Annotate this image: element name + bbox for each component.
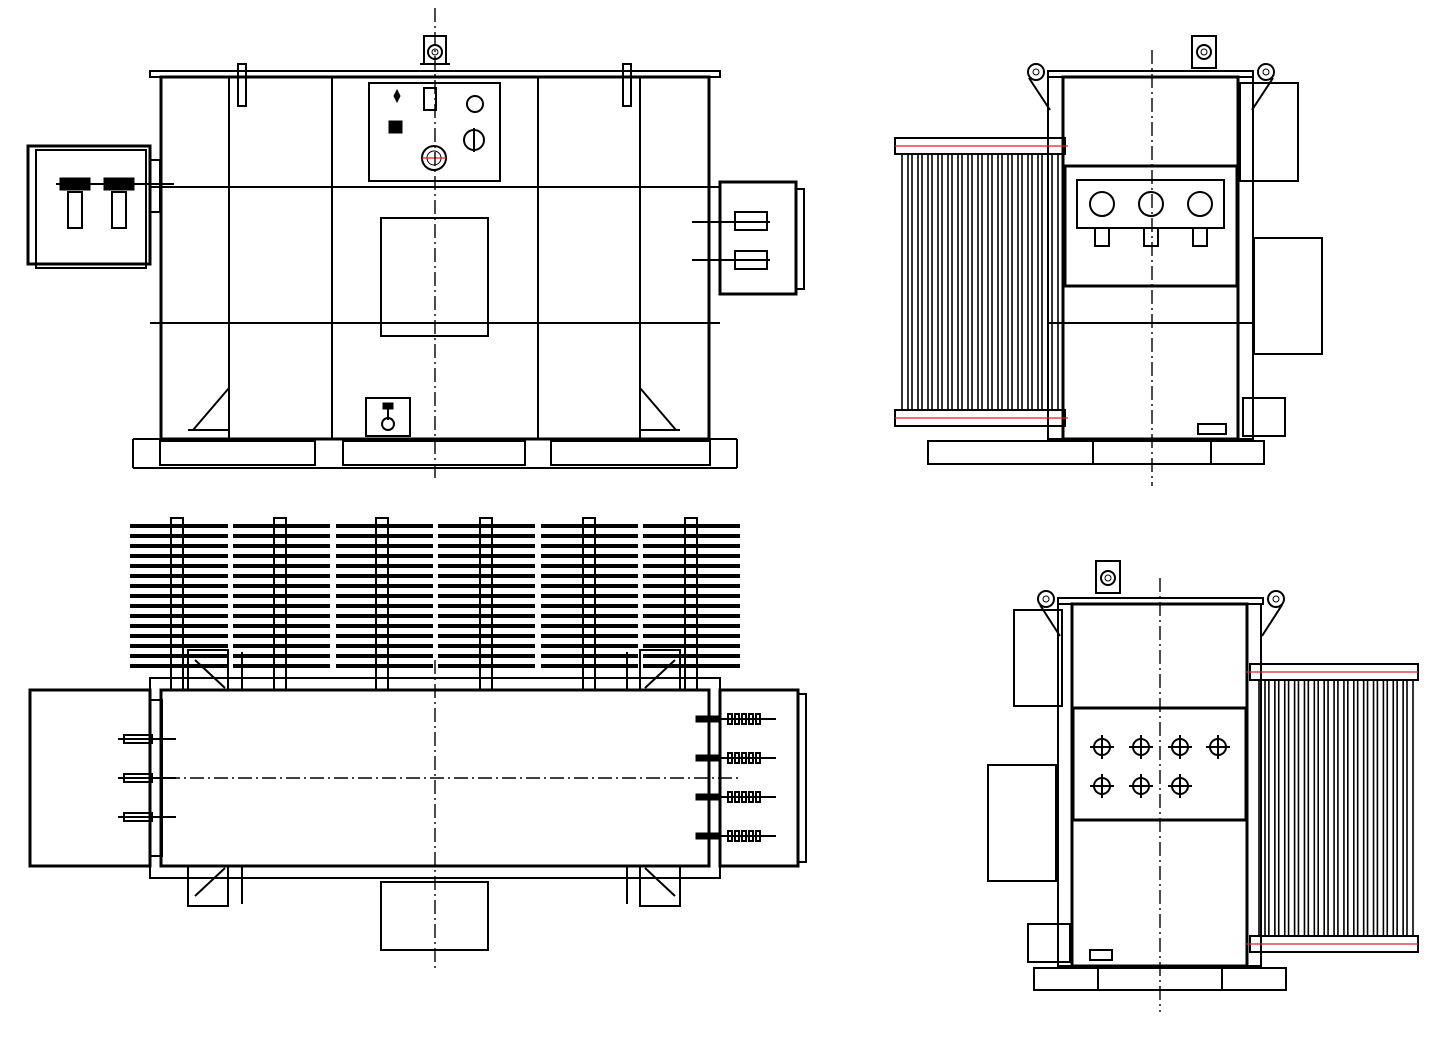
radiator-tube <box>1327 679 1335 937</box>
radiator-tube <box>1041 153 1049 411</box>
radiator-tube <box>941 153 949 411</box>
radiator-tube <box>1268 679 1276 937</box>
lv-cable-box <box>26 144 174 269</box>
radiator-right <box>1245 663 1419 953</box>
radiator-tube <box>1347 679 1355 937</box>
radiator-tube <box>921 153 929 411</box>
plan-view <box>28 517 807 968</box>
radiator-tube <box>1337 679 1345 937</box>
front-elevation-view <box>26 8 805 478</box>
radiator-tube <box>951 153 959 411</box>
radiator-tube <box>971 153 979 411</box>
radiator-tube <box>1396 679 1404 937</box>
radiator-tube <box>1386 679 1395 937</box>
radiator-fins-plan <box>130 524 740 668</box>
hv-bushing-base <box>695 715 719 723</box>
hv-bushing-base <box>695 793 719 801</box>
radiator-header <box>582 517 596 691</box>
drain-valve <box>365 397 411 437</box>
radiator-tube <box>1356 679 1365 937</box>
hv-bushing-base <box>695 754 719 762</box>
lifting-lug-right <box>622 63 632 107</box>
radiator-tube <box>991 153 999 411</box>
radiator-tube <box>1376 679 1385 937</box>
radiator-tube <box>1051 153 1059 411</box>
radiator-tube <box>1031 153 1039 411</box>
radiator-tube <box>1366 679 1375 937</box>
radiator-header <box>684 517 698 691</box>
radiator-header <box>170 517 184 691</box>
radiator-tube <box>1277 679 1286 937</box>
radiator-tube <box>1021 153 1029 411</box>
radiator-header <box>375 517 389 691</box>
radiator-tube <box>1307 679 1316 937</box>
radiator-tube <box>961 153 969 411</box>
radiator-tube <box>1406 679 1414 937</box>
side-elevation-left-view <box>894 35 1323 486</box>
radiator-tube <box>1317 679 1325 937</box>
radiator-tube <box>981 153 989 411</box>
radiator-tube <box>911 153 919 411</box>
radiator-tube <box>1297 679 1306 937</box>
side-elevation-right-view <box>987 560 1419 1012</box>
hv-cable-box <box>692 180 805 296</box>
lifting-lug-left <box>237 63 247 107</box>
radiator-header <box>273 517 287 691</box>
radiator-header <box>479 517 493 691</box>
radiator-left <box>894 137 1068 427</box>
hv-bushing-base <box>695 832 719 840</box>
radiator-tube <box>1001 153 1009 411</box>
radiator-tube <box>1258 679 1266 937</box>
radiator-tube <box>901 153 909 411</box>
radiator-tube <box>1287 679 1296 937</box>
radiator-tube <box>931 153 939 411</box>
radiator-tube <box>1011 153 1019 411</box>
